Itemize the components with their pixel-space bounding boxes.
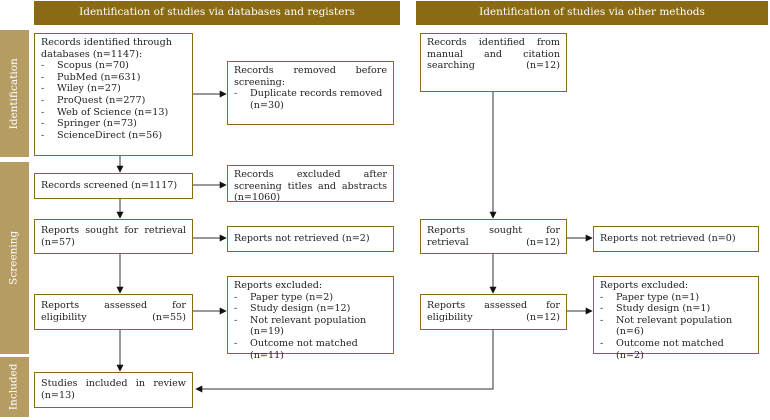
- box-other-reports-assessed: Reports assessed for eligibility (n=12): [420, 294, 567, 330]
- list-item: ScienceDirect (n=56): [41, 130, 186, 142]
- box-studies-included: Studies included in review (n=13): [34, 372, 193, 408]
- list-item: ProQuest (n=277): [41, 95, 186, 107]
- box-records-removed: Records removed before screening: Duplic…: [227, 61, 394, 125]
- list-item: Springer (n=73): [41, 118, 186, 130]
- phase-identification-label: Identification: [7, 57, 20, 130]
- header-databases: Identification of studies via databases …: [34, 1, 400, 25]
- reports-not-retrieved-text: Reports not retrieved (n=2): [234, 233, 370, 244]
- phase-identification: Identification: [0, 30, 29, 157]
- box-other-reports-sought: Reports sought for retrieval (n=12): [420, 219, 567, 254]
- list-item: Duplicate records removed (n=30): [234, 88, 387, 111]
- records-identified-title: Records identified through databases (n=…: [41, 37, 172, 60]
- other-reports-sought-text: Reports sought for retrieval (n=12): [427, 225, 560, 248]
- excluded-reasons-list: Paper type (n=2) Study design (n=12) Not…: [234, 292, 387, 362]
- list-item: Web of Science (n=13): [41, 107, 186, 119]
- other-reports-not-retrieved-text: Reports not retrieved (n=0): [600, 233, 736, 244]
- box-records-screened: Records screened (n=1117): [34, 173, 193, 199]
- list-item: PubMed (n=631): [41, 72, 186, 84]
- box-records-excluded-screening: Records excluded after screening titles …: [227, 165, 394, 204]
- box-reports-assessed: Reports assessed for eligibility (n=55): [34, 294, 193, 330]
- records-screened-text: Records screened (n=1117): [41, 180, 178, 191]
- header-other-methods: Identification of studies via other meth…: [416, 1, 768, 25]
- list-item: Study design (n=1): [600, 303, 752, 315]
- box-other-reports-not-retrieved: Reports not retrieved (n=0): [593, 226, 759, 252]
- other-reports-assessed-text: Reports assessed for eligibility (n=12): [427, 300, 560, 323]
- box-records-identified-other: Records identified from manual and citat…: [420, 33, 567, 92]
- list-item: Not relevant population (n=19): [234, 315, 387, 338]
- reports-excluded-title: Reports excluded:: [234, 280, 323, 291]
- list-item: Paper type (n=2): [234, 292, 387, 304]
- box-reports-sought: Reports sought for retrieval (n=57): [34, 219, 193, 254]
- records-identified-other-text: Records identified from manual and citat…: [427, 37, 560, 72]
- list-item: Wiley (n=27): [41, 83, 186, 95]
- records-excluded-text: Records excluded after screening titles …: [234, 169, 387, 204]
- box-other-reports-excluded: Reports excluded: Paper type (n=1) Study…: [593, 276, 759, 361]
- list-item: Not relevant population (n=6): [600, 315, 752, 338]
- other-reports-excluded-title: Reports excluded:: [600, 280, 689, 291]
- list-item: Scopus (n=70): [41, 60, 186, 72]
- phase-screening: Screening: [0, 162, 29, 354]
- records-removed-title: Records removed before screening:: [234, 65, 387, 88]
- phase-screening-label: Screening: [7, 230, 20, 286]
- studies-included-text: Studies included in review (n=13): [41, 378, 186, 401]
- box-reports-excluded: Reports excluded: Paper type (n=2) Study…: [227, 276, 394, 361]
- phase-included-label: Included: [7, 363, 20, 411]
- reports-sought-text: Reports sought for retrieval (n=57): [41, 225, 186, 248]
- reports-assessed-text: Reports assessed for eligibility (n=55): [41, 300, 186, 323]
- list-item: Outcome not matched (n=11): [234, 338, 387, 361]
- list-item: Study design (n=12): [234, 303, 387, 315]
- removed-list: Duplicate records removed (n=30): [234, 88, 387, 111]
- list-item: Outcome not matched (n=2): [600, 338, 752, 361]
- phase-included: Included: [0, 357, 29, 417]
- database-list: Scopus (n=70) PubMed (n=631) Wiley (n=27…: [41, 60, 186, 141]
- box-records-identified-databases: Records identified through databases (n=…: [34, 33, 193, 156]
- other-excluded-reasons-list: Paper type (n=1) Study design (n=1) Not …: [600, 292, 752, 362]
- box-reports-not-retrieved: Reports not retrieved (n=2): [227, 226, 394, 252]
- list-item: Paper type (n=1): [600, 292, 752, 304]
